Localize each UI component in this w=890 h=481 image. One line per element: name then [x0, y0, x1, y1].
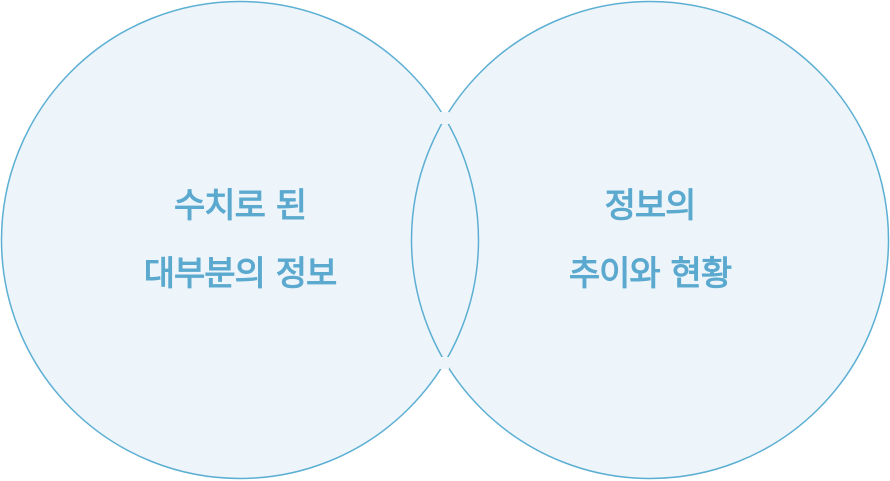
left-circle-label: 수치로 된 대부분의 정보 — [90, 172, 390, 308]
right-label-line1: 정보의 — [604, 186, 697, 226]
right-circle — [411, 1, 889, 479]
left-label-line2: 대부분의 정보 — [143, 254, 338, 294]
left-label-line1: 수치로 된 — [174, 186, 307, 226]
right-circle-label: 정보의 추이와 현황 — [500, 172, 800, 308]
right-circle-outline — [410, 0, 890, 480]
gap-top — [440, 112, 449, 124]
left-circle — [1, 1, 479, 479]
right-label-line2: 추이와 현황 — [568, 254, 732, 294]
gap-bottom — [440, 357, 449, 369]
left-circle-outline — [0, 0, 480, 480]
